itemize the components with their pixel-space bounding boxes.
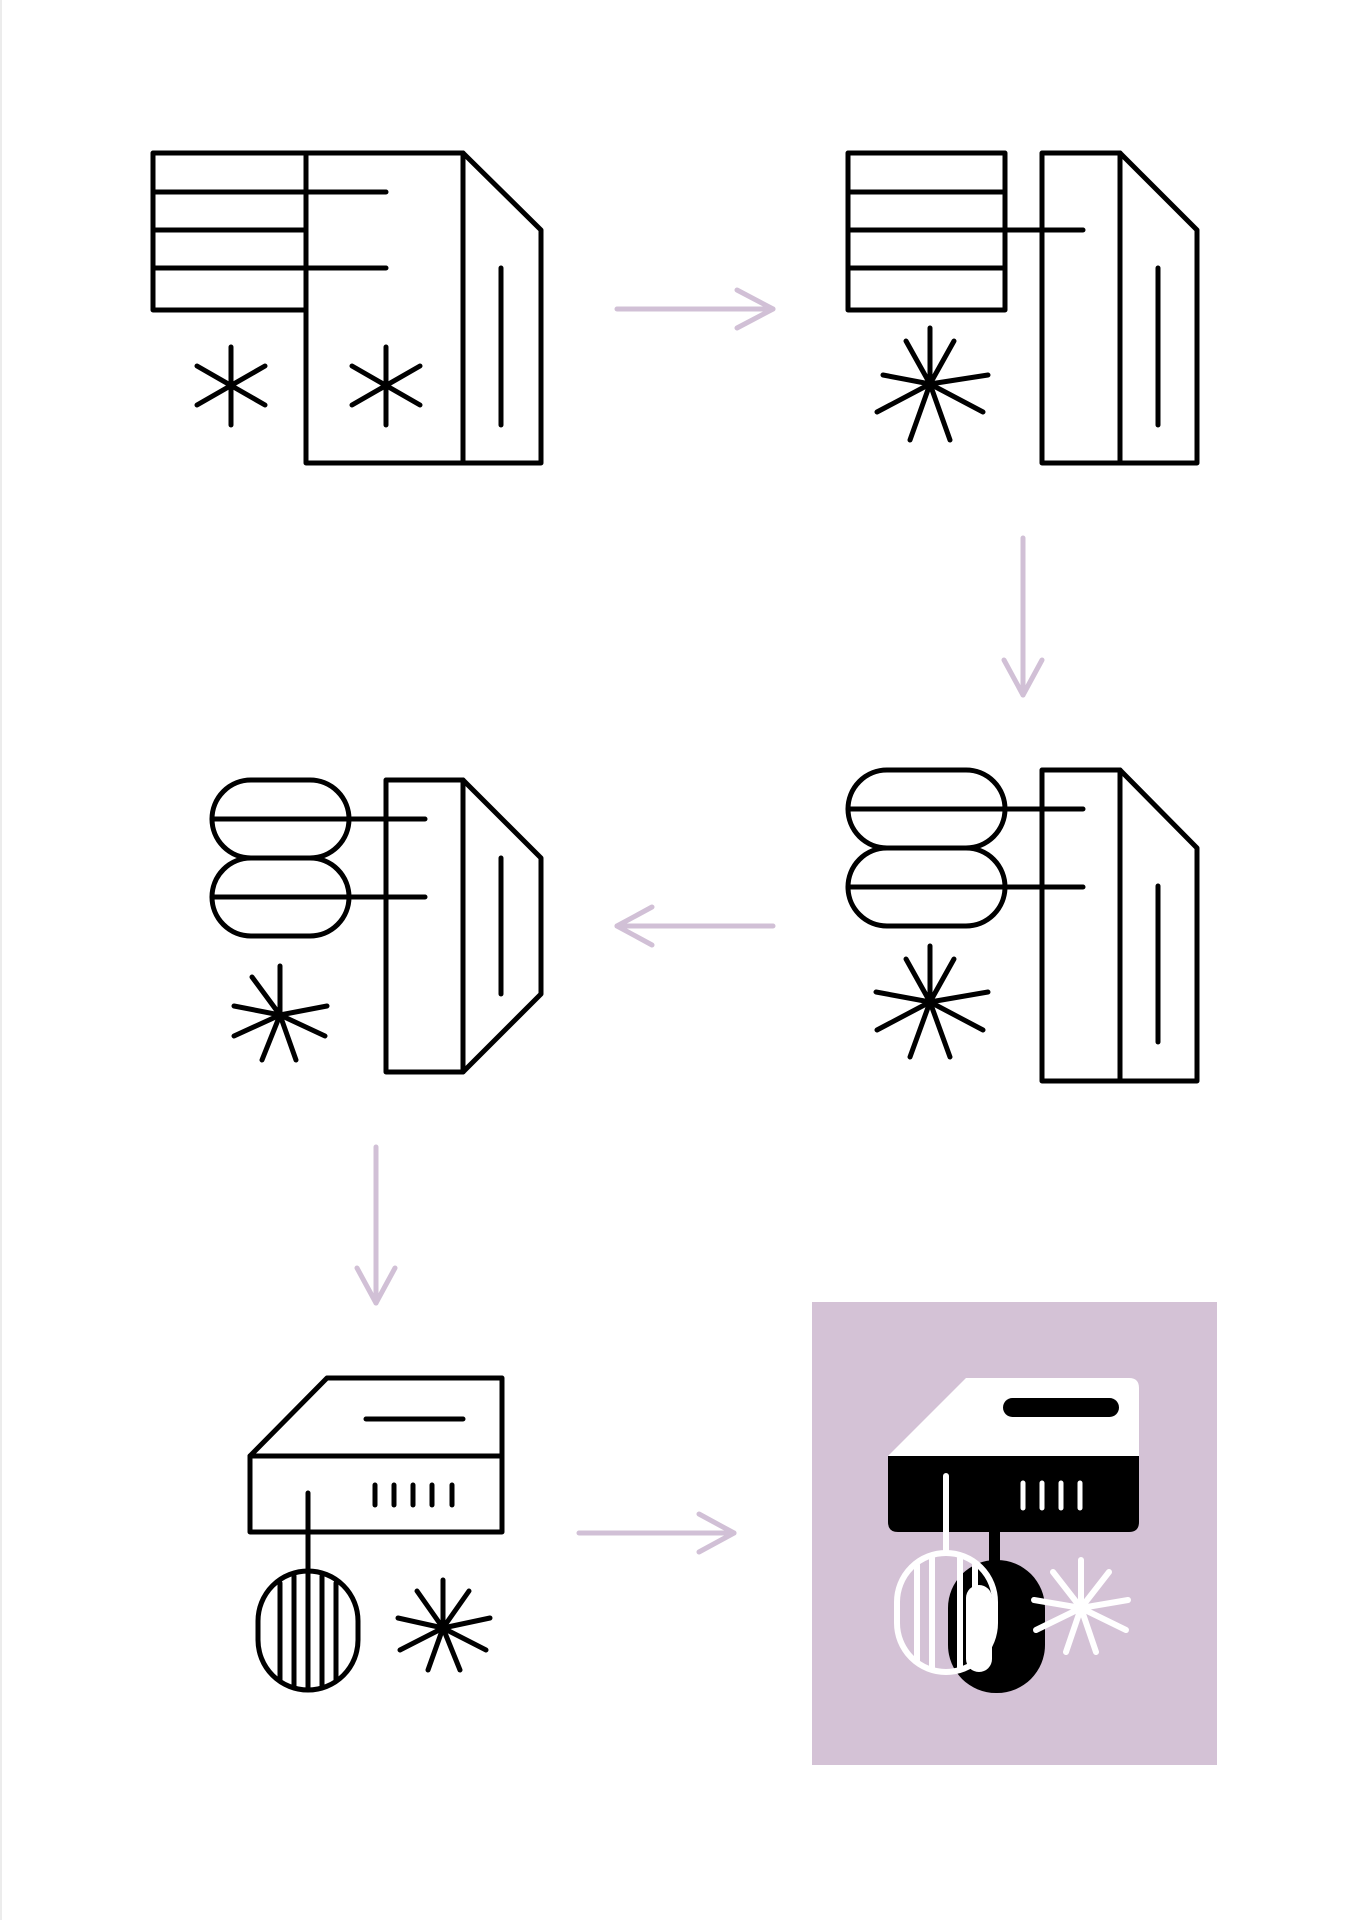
highlight-panel xyxy=(812,1302,1217,1765)
arrow-down-icon xyxy=(354,1144,398,1306)
hand-mixer-sketch-rounded-beaters-icon xyxy=(845,767,1200,1084)
arrow-left-icon xyxy=(614,904,776,948)
hand-mixer-sketch-rectangles-icon xyxy=(150,150,544,466)
hand-mixer-sketch-compact-icon xyxy=(209,777,544,1075)
spark-icon xyxy=(194,344,268,428)
spark-icon xyxy=(874,325,991,443)
hand-mixer-outline-icon xyxy=(247,1375,505,1693)
arrow-right-icon xyxy=(576,1511,737,1555)
spark-icon xyxy=(873,943,991,1060)
spark-icon xyxy=(349,344,423,428)
arrow-right-icon xyxy=(614,287,776,331)
hand-mixer-sketch-merged-icon xyxy=(845,150,1200,466)
spark-icon xyxy=(231,963,330,1063)
page-edge xyxy=(0,0,2,1920)
spark-icon xyxy=(395,1577,493,1673)
spark-icon xyxy=(1031,1557,1131,1655)
hand-mixer-final-icon xyxy=(812,1302,1217,1765)
arrow-down-icon xyxy=(1001,535,1045,698)
